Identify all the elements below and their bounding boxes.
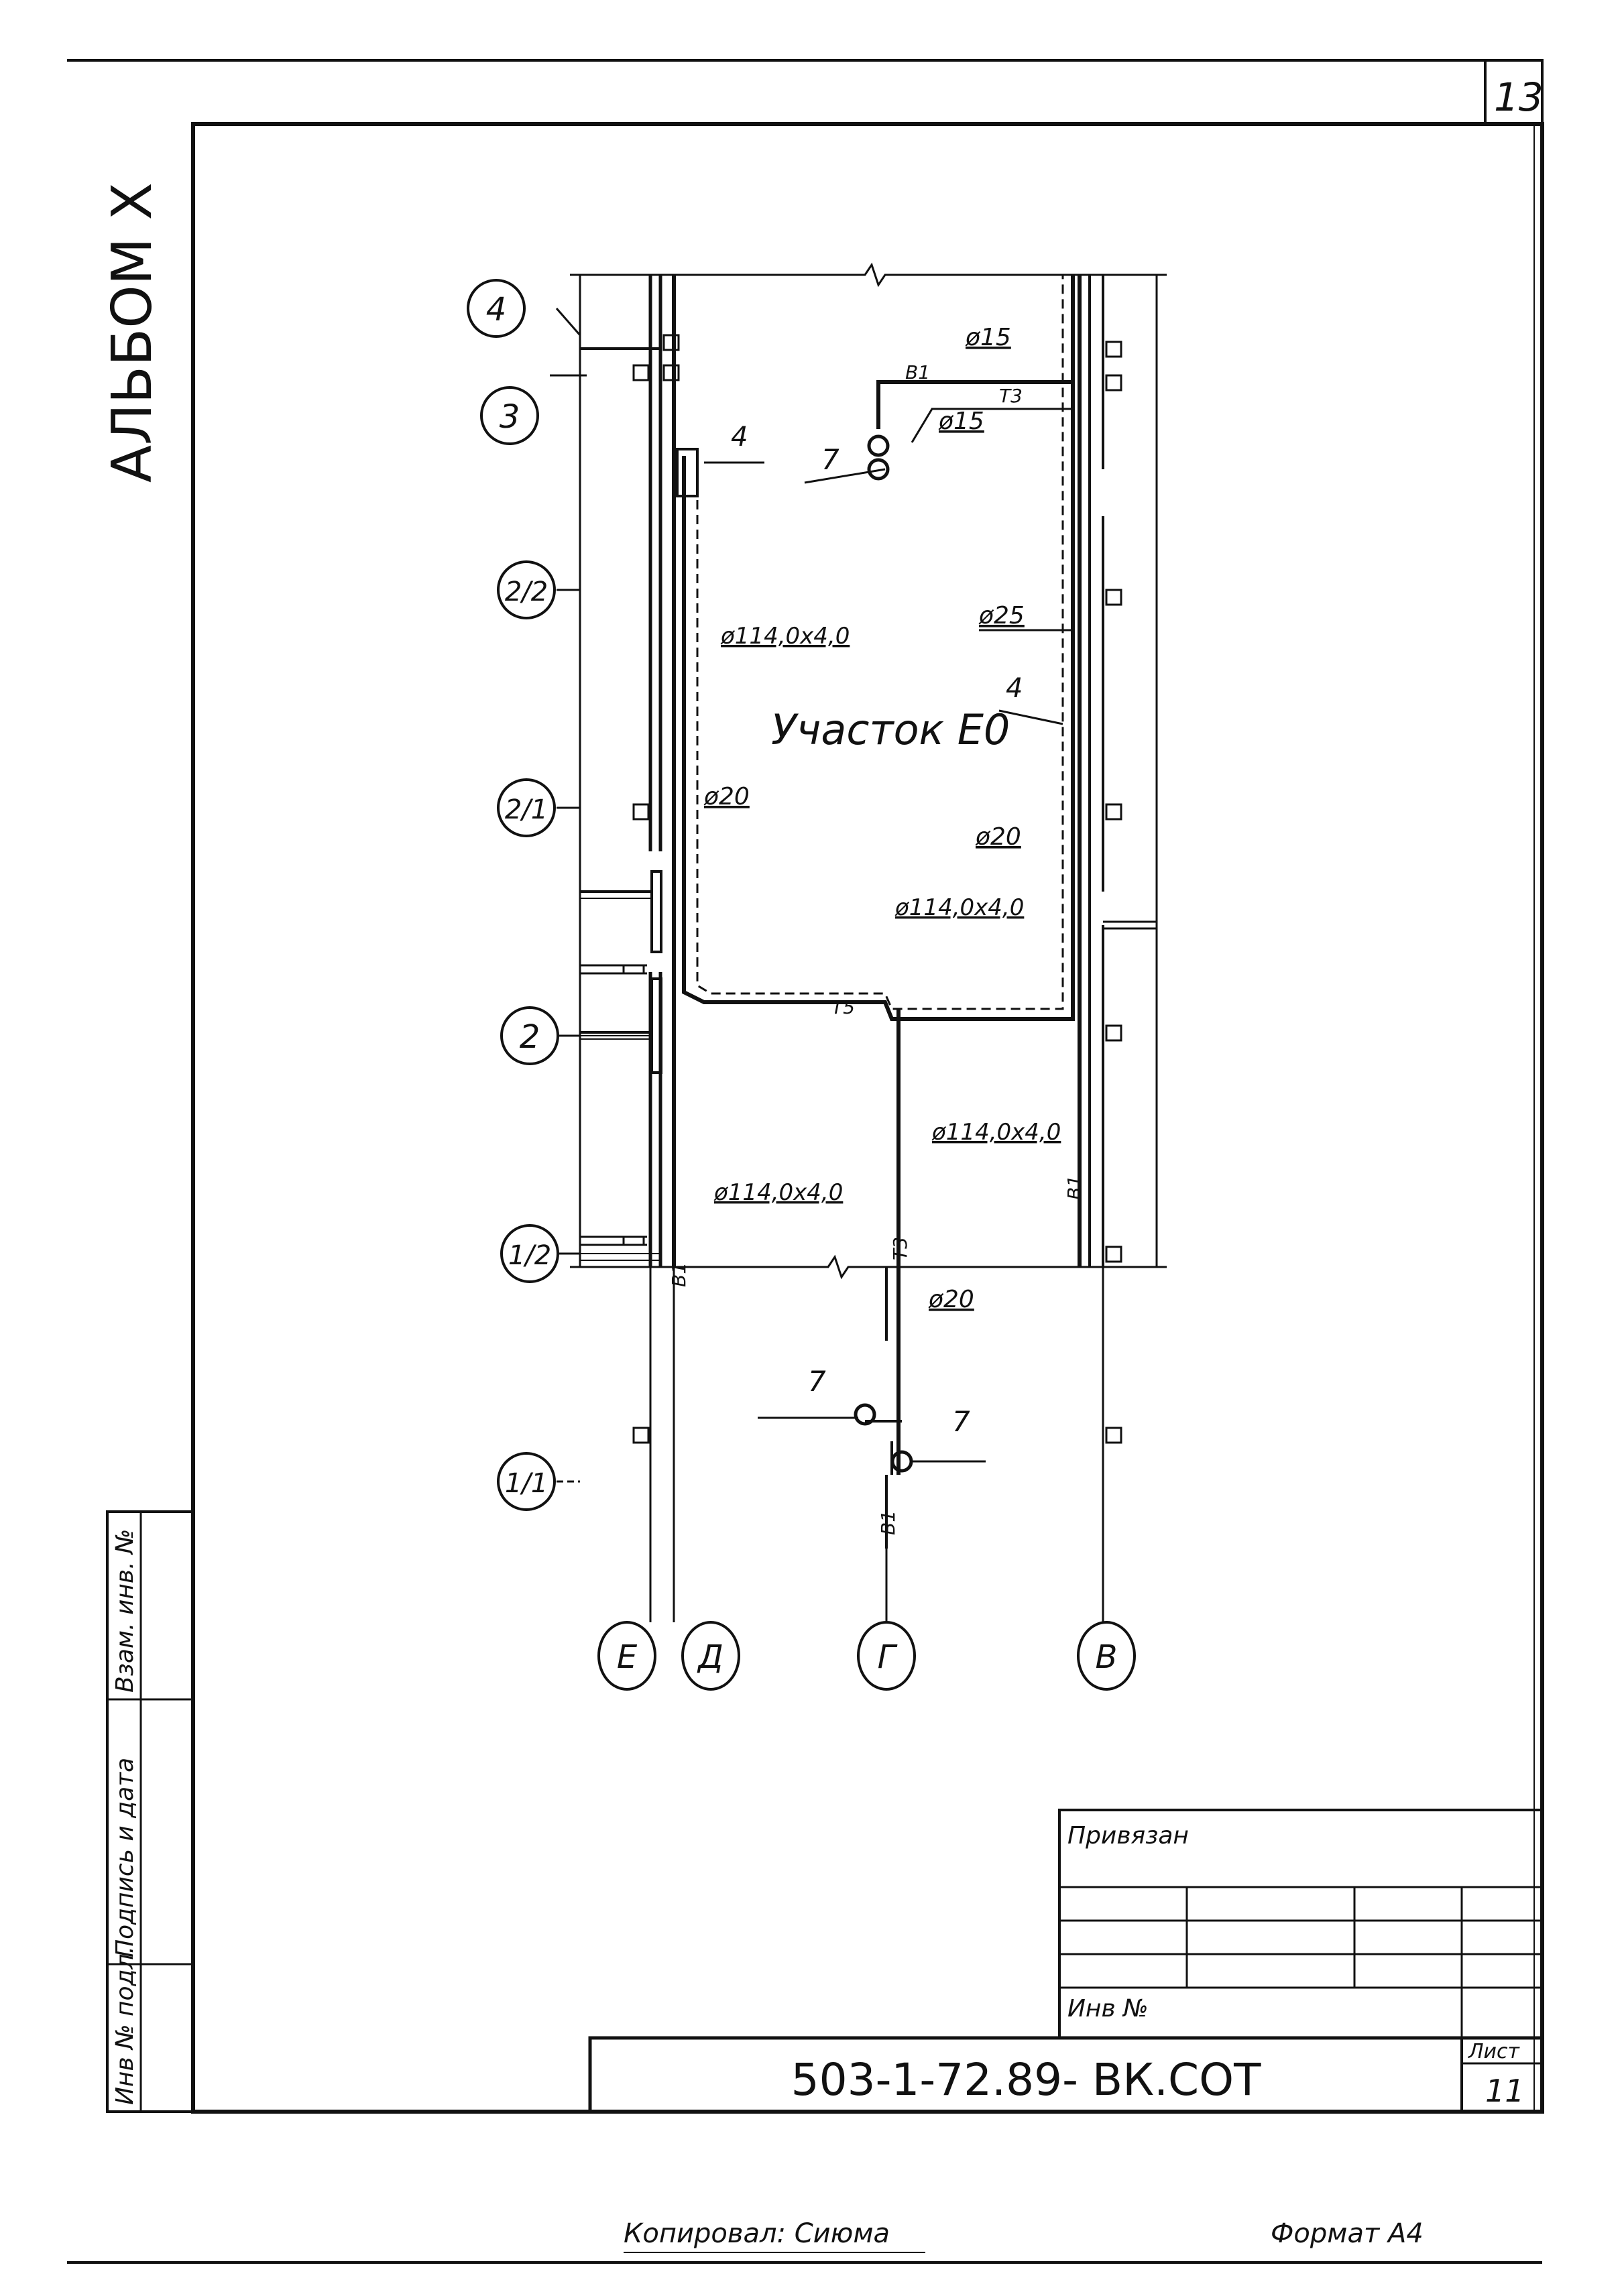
stamp-replacement-inv: Взам. инв. № <box>111 1529 139 1693</box>
label-b1-center: В1 <box>877 1510 899 1535</box>
label-item7-bottom-left: 7 <box>808 1365 826 1398</box>
plan-labels: Участок Е0 ø15 В1 Т3 ø15 4 7 ø25 4 ø114,… <box>668 324 1086 1535</box>
row-axis-3: 3 <box>500 398 520 436</box>
label-item4-left: 4 <box>731 422 748 452</box>
label-item7-top: 7 <box>821 443 839 476</box>
document-code: 503-1-72.89- ВК.СОТ <box>791 2054 1261 2106</box>
side-stamp: Инв № подл. Подпись и дата Взам. инв. № <box>106 1510 194 2113</box>
sheet-frame <box>191 122 1544 2114</box>
label-d15-top: ø15 <box>965 324 1011 351</box>
column-axis-g: Г <box>878 1638 898 1676</box>
label-b1-left: В1 <box>668 1262 690 1287</box>
zone-title: Участок Е0 <box>771 705 1010 754</box>
column-axis-d: Д <box>697 1638 723 1676</box>
label-d25: ø25 <box>978 602 1025 629</box>
bound-block: Привязан Инв № <box>1058 1809 1544 2039</box>
row-axis-4: 4 <box>486 291 507 328</box>
row-axis-2-1: 2/1 <box>505 794 548 825</box>
label-d114-left: ø114,0x4,0 <box>720 623 850 650</box>
label-d15-bottom: ø15 <box>938 408 984 435</box>
row-axes: 4 3 2/2 2/1 2 1/2 1/1 <box>467 279 559 1511</box>
column-axes: Е Д Г В <box>597 1621 1136 1691</box>
sheet-label: Лист <box>1468 2040 1521 2063</box>
row-axis-1-1: 1/1 <box>505 1468 548 1499</box>
label-d114-right: ø114,0x4,0 <box>894 894 1024 921</box>
label-d20-center: ø20 <box>928 1286 974 1313</box>
label-d114-left-lower: ø114,0x4,0 <box>713 1179 843 1206</box>
row-axis-2: 2 <box>520 1018 540 1056</box>
label-b1-right: В1 <box>1063 1175 1086 1200</box>
row-axis-2-2: 2/2 <box>505 577 548 607</box>
stamp-signature-date: Подпись и дата <box>111 1758 139 1957</box>
page-number: 13 <box>1494 74 1544 120</box>
floor-plan <box>550 262 1167 1622</box>
title-block: 503-1-72.89- ВК.СОТ Лист 11 <box>588 2036 1544 2114</box>
label-item7-bottom-right: 7 <box>952 1405 970 1438</box>
label-d20-left: ø20 <box>703 783 750 810</box>
label-d20-right: ø20 <box>975 823 1021 851</box>
copied-by: Копировал: Сиюма <box>624 2218 890 2249</box>
label-b1-top: В1 <box>905 361 930 383</box>
column-axis-e: Е <box>617 1638 638 1676</box>
column-axis-v: В <box>1096 1638 1118 1676</box>
format-label: Формат А4 <box>1271 2218 1424 2249</box>
album-title: АЛЬБОМ X <box>101 182 164 483</box>
bound-label: Привязан <box>1067 1822 1189 1850</box>
stamp-inv-original: Инв № подл. <box>111 1946 139 2105</box>
row-axis-1-2: 1/2 <box>508 1240 551 1271</box>
label-t3-center: Т3 <box>889 1237 911 1260</box>
inventory-label: Инв № <box>1067 1995 1149 2022</box>
label-d114-right-lower: ø114,0x4,0 <box>931 1119 1061 1146</box>
label-item4-right: 4 <box>1006 673 1023 704</box>
sheet-number: 11 <box>1485 2073 1525 2109</box>
label-t5: Т5 <box>831 996 855 1018</box>
label-t3-top: Т3 <box>999 385 1023 407</box>
